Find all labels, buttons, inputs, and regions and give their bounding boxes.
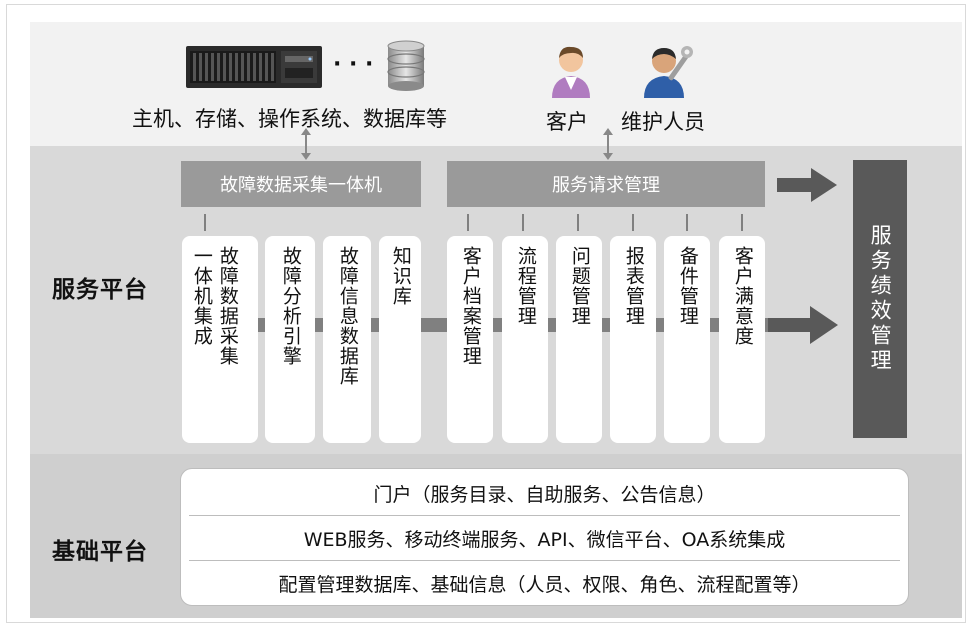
card-customer-archive: 客户档案管理 [447, 236, 493, 443]
database-icon [387, 40, 425, 91]
card-analysis-engine-label: 故障分析引擎 [279, 246, 302, 366]
maintainer-icon [644, 46, 693, 98]
ellipsis: · · · [333, 52, 374, 77]
performance-label: 服务绩效管理 [868, 224, 893, 374]
diagram-frame [6, 4, 966, 623]
tick-service-2 [522, 214, 524, 231]
card-info-db-label: 故障信息数据库 [336, 246, 359, 386]
card-report-label: 报表管理 [622, 246, 645, 326]
fault-collector-header: 故障数据采集一体机 [181, 161, 421, 207]
base-row-portal: 门户（服务目录、自助服务、公告信息） [373, 483, 716, 506]
card-customer-archive-label: 客户档案管理 [459, 246, 482, 366]
users-double-arrow [603, 128, 613, 160]
card-process: 流程管理 [502, 236, 548, 443]
card-process-label: 流程管理 [514, 246, 537, 326]
lower-right-arrow-icon [768, 306, 838, 344]
customer-icon [552, 46, 590, 98]
maintainer-label: 维护人员 [621, 110, 705, 134]
tick-service-6 [741, 214, 743, 231]
service-request-header: 服务请求管理 [447, 161, 765, 207]
card-knowledge-base-label: 知识库 [389, 246, 412, 306]
performance-management: 服务绩效管理 [853, 160, 907, 438]
hosts-double-arrow [301, 128, 311, 160]
base-separator-2 [189, 560, 900, 561]
tick-service-4 [632, 214, 634, 231]
base-row-config: 配置管理数据库、基础信息（人员、权限、角色、流程配置等） [278, 573, 811, 596]
top-band [30, 22, 962, 146]
upper-right-arrow-icon [777, 168, 837, 202]
hosts-caption: 主机、存储、操作系统、数据库等 [132, 107, 447, 131]
base-platform-box: 门户（服务目录、自助服务、公告信息） WEB服务、移动终端服务、API、微信平台… [180, 468, 909, 606]
card-collector-integration-line2: 一体机集成 [190, 246, 213, 346]
tick-fault [204, 214, 206, 231]
card-knowledge-base: 知识库 [379, 236, 421, 443]
base-separator-1 [189, 515, 900, 516]
card-info-db: 故障信息数据库 [323, 236, 371, 443]
card-problem-label: 问题管理 [568, 246, 591, 326]
card-satisfaction: 客户满意度 [719, 236, 765, 443]
card-report: 报表管理 [610, 236, 656, 443]
card-satisfaction-label: 客户满意度 [731, 246, 754, 346]
card-collector-integration-line1: 故障数据采集 [216, 246, 239, 366]
tick-service-3 [577, 214, 579, 231]
tick-service-5 [686, 214, 688, 231]
customer-label: 客户 [546, 110, 588, 134]
tick-service-1 [467, 214, 469, 231]
card-spare-parts: 备件管理 [664, 236, 710, 443]
card-analysis-engine: 故障分析引擎 [265, 236, 315, 443]
card-collector-integration: 故障数据采集 一体机集成 [182, 236, 258, 443]
card-spare-parts-label: 备件管理 [676, 246, 699, 326]
service-platform-label: 服务平台 [52, 277, 148, 303]
server-icon [186, 46, 322, 88]
card-problem: 问题管理 [556, 236, 602, 443]
base-row-services: WEB服务、移动终端服务、API、微信平台、OA系统集成 [303, 528, 786, 551]
base-platform-label: 基础平台 [52, 539, 148, 565]
